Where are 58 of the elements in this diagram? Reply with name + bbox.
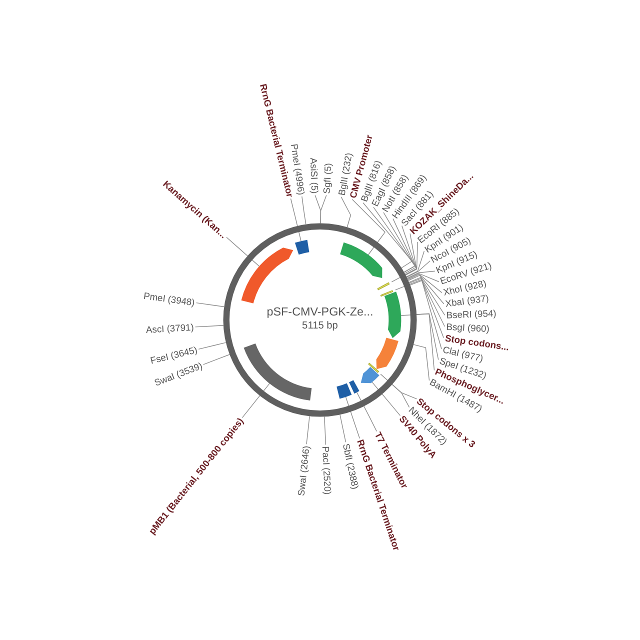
leader-line	[406, 250, 425, 278]
leader-line	[194, 325, 224, 328]
gene-segment	[340, 242, 382, 278]
leader-line	[302, 196, 306, 225]
gene-segment	[241, 248, 294, 304]
leader-line	[290, 198, 302, 242]
gene-segment	[360, 366, 380, 384]
leader-line	[345, 396, 360, 439]
leader-line	[340, 414, 346, 443]
leader-line	[391, 233, 417, 282]
leader-line	[242, 383, 270, 418]
restriction-site-label: PacI (2520)	[320, 446, 333, 495]
restriction-site-label: AscI (3791)	[146, 322, 194, 335]
leader-line	[406, 270, 436, 279]
restriction-site-label: SgfI (5)	[322, 162, 334, 194]
leader-line	[395, 279, 444, 338]
leader-line	[352, 198, 386, 256]
leader-line	[408, 277, 446, 316]
leader-line	[408, 274, 444, 304]
restriction-site-label: SwaI (2646)	[296, 445, 312, 496]
plasmid-size: 5115 bp	[302, 320, 338, 332]
leader-line	[372, 382, 401, 416]
feature-block	[349, 380, 360, 394]
leader-line	[406, 260, 430, 278]
leader-line	[400, 314, 435, 371]
leader-line	[320, 194, 327, 224]
leader-line	[380, 374, 418, 400]
feature-block	[336, 383, 352, 399]
leader-line	[362, 202, 413, 268]
restriction-site-label: PmeI (3948)	[143, 290, 196, 308]
leader-line	[226, 236, 260, 267]
leader-line	[392, 218, 416, 274]
leader-line	[407, 273, 440, 282]
feature-marker	[380, 290, 394, 297]
gene-segment	[376, 338, 398, 370]
leader-line	[410, 280, 442, 350]
feature-marker	[377, 282, 390, 290]
leader-line	[413, 344, 430, 381]
leader-line	[306, 416, 310, 445]
leader-line	[196, 302, 224, 308]
leader-line	[392, 384, 410, 408]
leader-line	[340, 196, 352, 228]
feature-block	[294, 240, 310, 255]
gene-segment	[384, 292, 402, 338]
restriction-site-label: BseRI (954)	[446, 308, 496, 320]
restriction-site-label: AsiSI (5)	[308, 158, 320, 194]
leader-line	[324, 416, 326, 446]
leader-line	[405, 242, 418, 276]
leader-line	[356, 392, 378, 432]
leader-line	[409, 278, 446, 327]
leader-line	[202, 354, 230, 365]
restriction-site-label: BsgI (960)	[446, 322, 490, 334]
plasmid-name: pSF-CMV-PGK-Ze...	[266, 305, 374, 318]
leader-line	[383, 212, 416, 273]
leader-line	[408, 274, 442, 294]
feature-block	[244, 344, 312, 401]
leader-line	[198, 342, 226, 350]
feature-marker	[368, 362, 379, 373]
